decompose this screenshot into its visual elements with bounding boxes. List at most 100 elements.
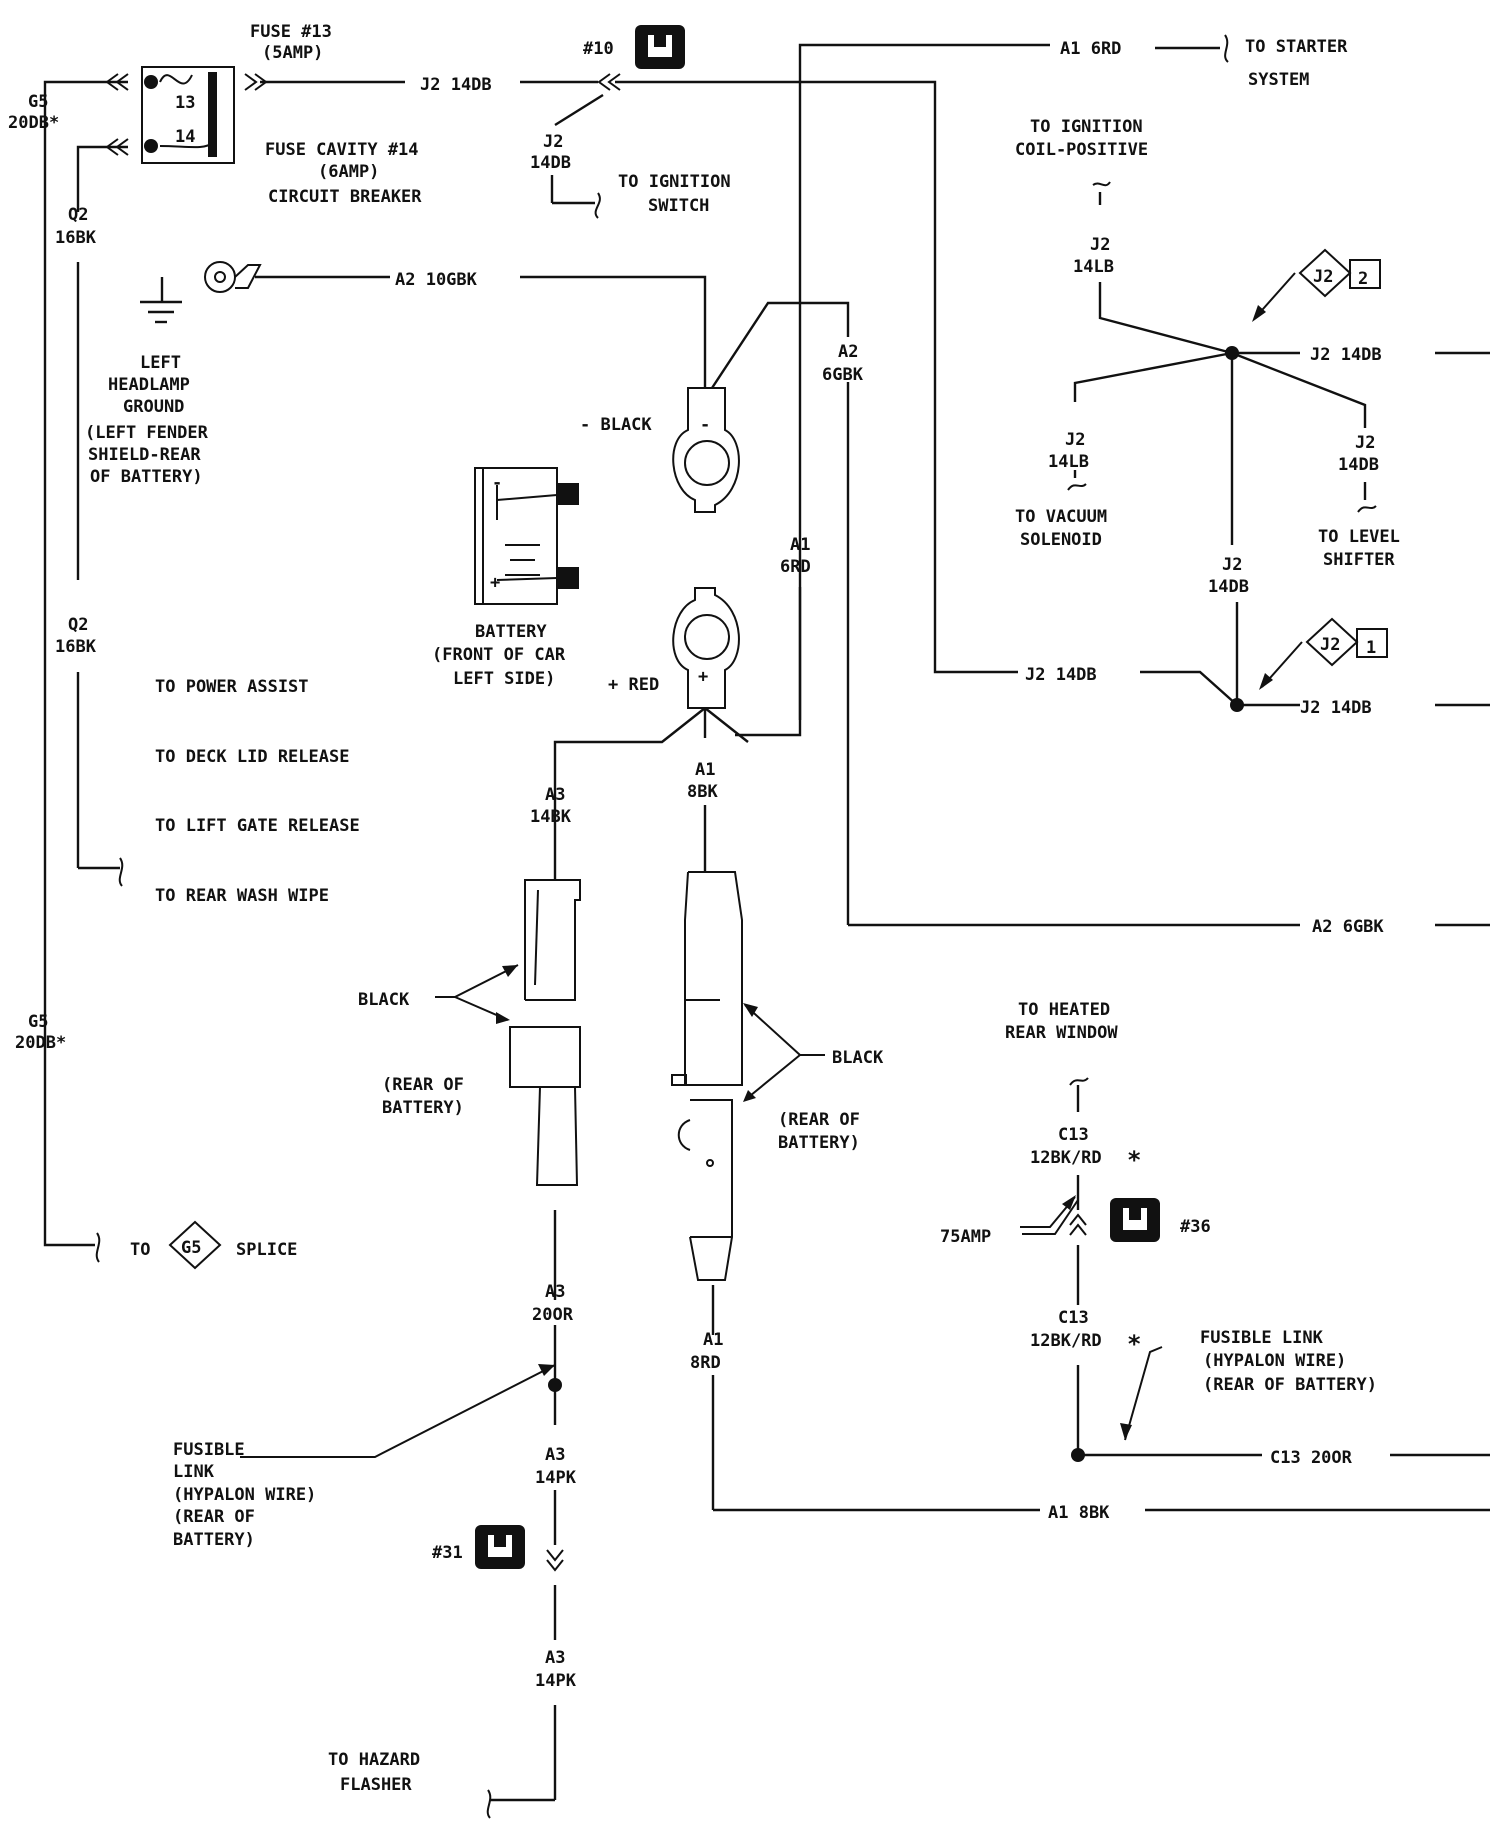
fusible-left-l4: (REAR OF <box>173 1507 255 1527</box>
rear-batt-right-l2: BATTERY) <box>778 1133 860 1153</box>
to-hazard-l2: FLASHER <box>340 1775 412 1795</box>
fusible-right-l2: (HYPALON WIRE) <box>1203 1351 1346 1371</box>
pos-sign: + <box>698 667 708 687</box>
rear-batt-left-l2: BATTERY) <box>382 1098 464 1118</box>
wire-j2-14db-right: J2 14DB <box>1300 698 1372 718</box>
splice-tag-j2-1 <box>1305 617 1388 667</box>
wire-j2-14db-top: J2 14DB <box>420 75 492 95</box>
g5-mid-gauge: 20DB* <box>15 1033 66 1053</box>
a3-top-label: A3 <box>545 785 565 805</box>
to-level-l1: TO LEVEL <box>1318 527 1400 547</box>
black-right: BLACK <box>832 1048 884 1068</box>
wire-a2-6gbk: A2 6GBK <box>1312 917 1384 937</box>
fusible-left-l1: FUSIBLE <box>173 1440 245 1460</box>
wire-lines <box>43 43 1490 1802</box>
wire-j2-14db-mid: J2 14DB <box>1025 665 1097 685</box>
splice-j2-2-name: J2 <box>1313 267 1333 287</box>
black-left: BLACK <box>358 990 410 1010</box>
a3-low-label: A3 <box>545 1445 565 1465</box>
j2-vac-label: J2 <box>1065 430 1085 450</box>
text-labels: FUSE #13 (5AMP) 13 14 FUSE CAVITY #14 (6… <box>8 22 1400 1795</box>
j2-center-gauge: 14DB <box>1208 577 1249 597</box>
to-rear-wash: TO REAR WASH WIPE <box>155 886 329 906</box>
left-headlamp-l3: GROUND <box>123 397 184 417</box>
splice-tag-g5 <box>168 1220 222 1270</box>
connector-31-label: #31 <box>432 1543 463 1563</box>
left-headlamp-l2: HEADLAMP <box>108 375 190 395</box>
a3-bottom-label: A3 <box>545 1648 565 1668</box>
splice-word: SPLICE <box>236 1240 297 1260</box>
connector-icon-31 <box>475 1525 525 1569</box>
battery-post-negative <box>672 387 740 513</box>
fuse-cavity-l1: FUSE CAVITY #14 <box>265 140 419 160</box>
a1-gauge: 6RD <box>780 557 811 577</box>
a3-low-gauge: 14PK <box>535 1468 577 1488</box>
g5-top-label: G5 <box>28 92 48 112</box>
a3-mid-gauge: 20OR <box>532 1305 574 1325</box>
splice-j2-2-num: 2 <box>1358 269 1368 289</box>
to-starter-l2: SYSTEM <box>1248 70 1309 90</box>
connector-10-label: #10 <box>583 39 614 59</box>
left-headlamp-l6: OF BATTERY) <box>90 467 203 487</box>
a1-lower-label: A1 <box>703 1330 723 1350</box>
j2-level-label: J2 <box>1355 433 1375 453</box>
q2-top-gauge: 16BK <box>55 228 97 248</box>
wire-c13-20or: C13 20OR <box>1270 1448 1353 1468</box>
a1-post-gauge: 8BK <box>687 782 718 802</box>
a1-post-label: A1 <box>695 760 715 780</box>
fuse-block <box>141 66 235 164</box>
to-vacuum-l2: SOLENOID <box>1020 530 1102 550</box>
neg-black-label: - BLACK <box>580 415 652 435</box>
a3-bottom-gauge: 14PK <box>535 1671 577 1691</box>
connector-icon-36 <box>1110 1198 1160 1242</box>
c13-low-label: C13 <box>1058 1308 1089 1328</box>
to-heated-l1: TO HEATED <box>1018 1000 1110 1020</box>
a1-lower-gauge: 8RD <box>690 1353 721 1373</box>
left-headlamp-l4: (LEFT FENDER <box>85 423 209 443</box>
wire-a1-8bk: A1 8BK <box>1048 1503 1110 1523</box>
to-vacuum-l1: TO VACUUM <box>1015 507 1107 527</box>
to-ign-coil-l1: TO IGNITION <box>1030 117 1143 137</box>
fuse-cavity-l3: CIRCUIT BREAKER <box>268 187 422 207</box>
c13-low-star: * <box>1127 1330 1141 1358</box>
a2-label: A2 <box>838 342 858 362</box>
splice-j2-1-num: 1 <box>1366 638 1376 658</box>
battery-cable-right <box>671 871 743 1281</box>
to-lift-gate: TO LIFT GATE RELEASE <box>155 816 360 836</box>
a3-mid-label: A3 <box>545 1282 565 1302</box>
battery-icon <box>474 467 579 605</box>
to-ignition-switch-l1: TO IGNITION <box>618 172 731 192</box>
battery-cable-left <box>509 879 581 1186</box>
wire-a2-10gbk: A2 10GBK <box>395 270 478 290</box>
j2-coil-label: J2 <box>1090 235 1110 255</box>
amp75-label: 75AMP <box>940 1227 991 1247</box>
fusible-left-l5: BATTERY) <box>173 1530 255 1550</box>
connector-chevrons <box>105 73 1087 1572</box>
splice-g5-name: G5 <box>181 1238 201 1258</box>
j2-center-label: J2 <box>1222 555 1242 575</box>
neg-sign: - <box>700 415 710 435</box>
fusible-right-l1: FUSIBLE LINK <box>1200 1328 1324 1348</box>
c13-top-gauge: 12BK/RD <box>1030 1148 1102 1168</box>
wire-j2-14db-star: J2 14DB <box>1310 345 1382 365</box>
q2-mid-gauge: 16BK <box>55 637 97 657</box>
battery-l3: LEFT SIDE) <box>453 669 555 689</box>
battery-l1: BATTERY <box>475 622 547 642</box>
q2-top-label: Q2 <box>68 205 88 225</box>
left-headlamp-l1: LEFT <box>140 353 181 373</box>
battery-post-positive <box>672 587 740 709</box>
connector-icon-10 <box>635 25 685 69</box>
a2-gauge: 6GBK <box>822 365 864 385</box>
g5-mid-label: G5 <box>28 1012 48 1032</box>
splice-to: TO <box>130 1240 150 1260</box>
splice-tag-j2-2 <box>1298 248 1381 298</box>
fuse-pos-14: 14 <box>175 127 195 147</box>
to-ign-coil-l2: COIL-POSITIVE <box>1015 140 1148 160</box>
rear-batt-left-l1: (REAR OF <box>382 1075 464 1095</box>
splice-j2-1-name: J2 <box>1320 635 1340 655</box>
j2-switch-label: J2 <box>543 132 563 152</box>
g5-top-gauge: 20DB* <box>8 113 59 133</box>
fuse-rating: (5AMP) <box>262 43 323 63</box>
to-power-assist: TO POWER ASSIST <box>155 677 309 697</box>
j2-coil-gauge: 14LB <box>1073 257 1114 277</box>
